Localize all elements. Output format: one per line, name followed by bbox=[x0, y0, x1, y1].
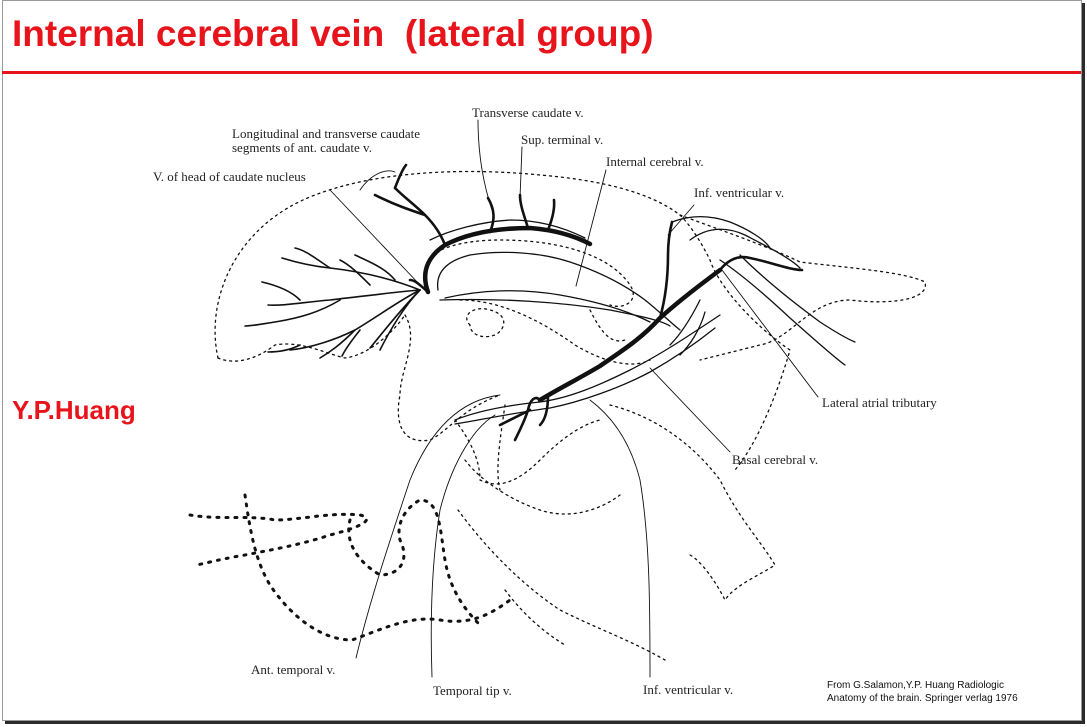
source-citation: From G.Salamon,Y.P. Huang Radiologic Ana… bbox=[827, 679, 1018, 705]
citation-line-2: Anatomy of the brain. Springer verlag 19… bbox=[827, 693, 1018, 704]
vein-branches bbox=[373, 163, 804, 442]
citation-line-1: From G.Salamon,Y.P. Huang Radiologic bbox=[827, 680, 1004, 691]
temporal-outline bbox=[188, 493, 512, 642]
label-longitudinal-line-1: Longitudinal and transverse caudate bbox=[232, 126, 420, 141]
label-longitudinal-line-2: segments of ant. caudate v. bbox=[232, 140, 372, 155]
thalamostriate-outlines bbox=[429, 216, 856, 425]
ventricle-outline bbox=[214, 170, 926, 661]
label-ant-temporal: Ant. temporal v. bbox=[251, 662, 335, 677]
label-inf-ventricular-top: Inf. ventricular v. bbox=[694, 185, 784, 200]
caudate-tributaries bbox=[244, 247, 421, 359]
label-head-caudate: V. of head of caudate nucleus bbox=[153, 169, 306, 184]
label-sup-terminal: Sup. terminal v. bbox=[521, 132, 603, 147]
label-transverse-caudate: Transverse caudate v. bbox=[472, 105, 584, 120]
label-inf-ventricular-bottom: Inf. ventricular v. bbox=[643, 682, 733, 697]
title-underline bbox=[2, 71, 1081, 74]
label-basal-cerebral: Basal cerebral v. bbox=[732, 452, 818, 467]
slide-title: Internal cerebral vein (lateral group) bbox=[12, 13, 654, 54]
author-name: Y.P.Huang bbox=[12, 395, 136, 425]
label-temporal-tip: Temporal tip v. bbox=[433, 683, 512, 698]
internal-cerebral-trunk bbox=[422, 225, 723, 403]
label-lateral-atrial: Lateral atrial tributary bbox=[822, 395, 937, 410]
label-internal-cerebral: Internal cerebral v. bbox=[606, 154, 704, 169]
leader-lines bbox=[329, 119, 819, 678]
